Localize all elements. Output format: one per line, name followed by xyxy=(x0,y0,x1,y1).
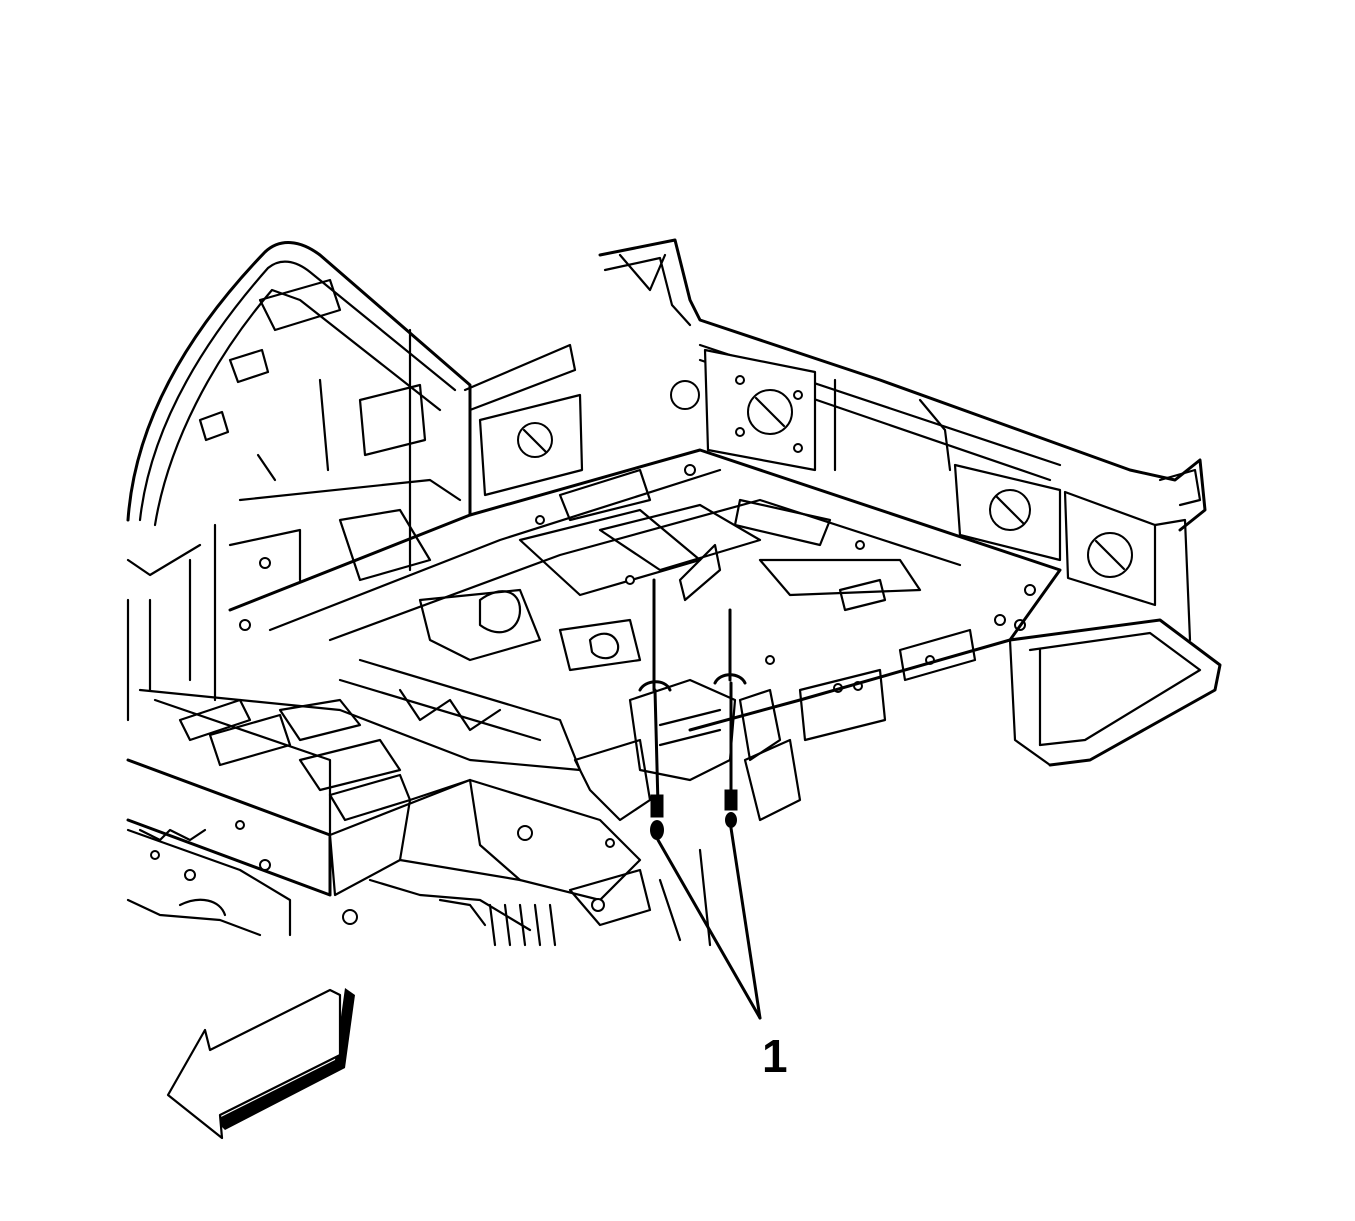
left-quarter-panel xyxy=(126,241,472,722)
parking-brake-cables xyxy=(638,578,762,1020)
front-arrow-icon xyxy=(166,988,355,1140)
rear-body-panel xyxy=(463,238,1207,642)
callout-leader-line xyxy=(656,838,762,1020)
right-rear-corner xyxy=(798,614,1222,767)
front-floor-section xyxy=(126,688,582,937)
callout-leader-line xyxy=(729,826,762,1020)
callout-label-1: 1 xyxy=(762,1030,788,1082)
floor-pan xyxy=(228,328,1062,772)
